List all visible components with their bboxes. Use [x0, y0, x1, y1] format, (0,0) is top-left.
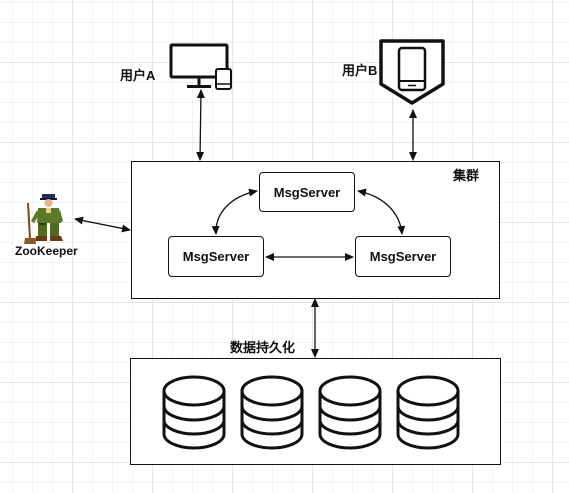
database-icon [396, 375, 460, 450]
user-a-label: 用户A [120, 68, 156, 83]
zookeeper-cluster-connector [74, 216, 131, 233]
cluster-label: 集群 [453, 168, 480, 183]
msg-server-right: MsgServer [355, 236, 451, 277]
msg-server-left-label: MsgServer [182, 249, 250, 264]
user-b-label: 用户B [342, 63, 378, 78]
zookeeper-label: ZooKeeper [15, 244, 78, 258]
database-icon [240, 375, 304, 450]
user-a-cluster-connector [196, 89, 205, 161]
database-icon [318, 375, 382, 450]
msg-server-left: MsgServer [168, 236, 264, 277]
msg-server-right-label: MsgServer [369, 249, 437, 264]
server-top-right-connector [357, 188, 406, 235]
msg-server-top-label: MsgServer [273, 184, 341, 200]
zookeeper-keeper-icon [22, 193, 66, 245]
mobile-phone-icon [378, 38, 448, 106]
msg-server-top: MsgServer [259, 172, 355, 212]
database-icon [162, 375, 226, 450]
server-top-left-connector [211, 188, 258, 235]
desktop-and-phone-icon [168, 42, 234, 92]
persistence-label: 数据持久化 [230, 340, 296, 355]
